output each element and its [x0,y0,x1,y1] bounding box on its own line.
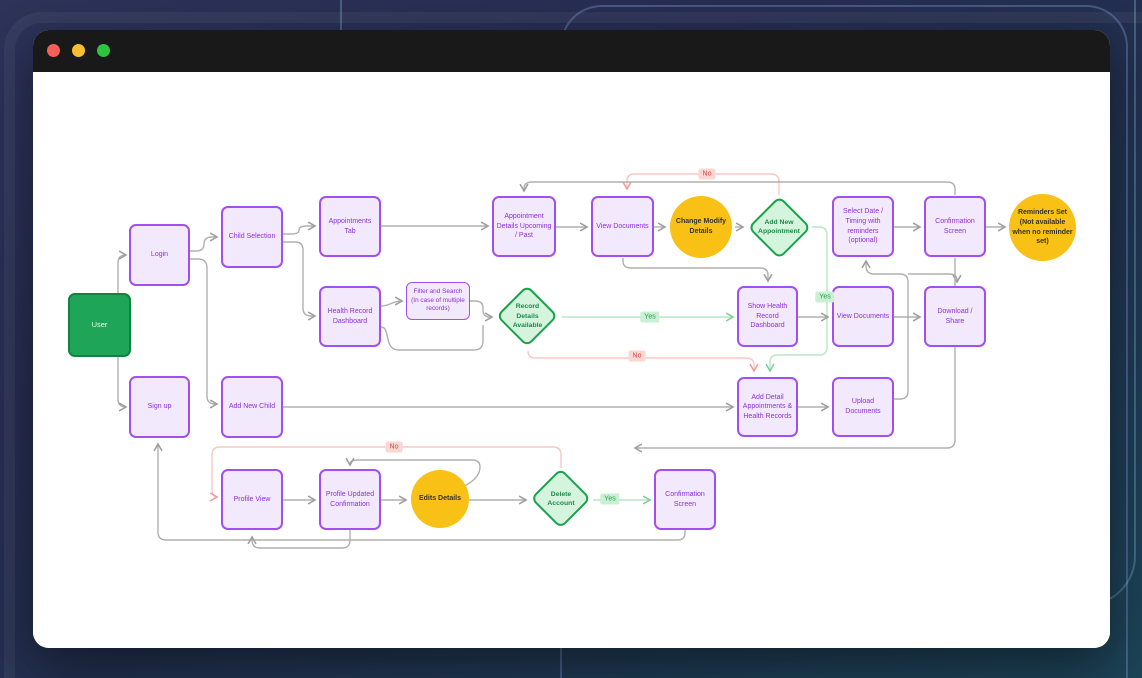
edge-updated-profileview-loop [247,530,351,549]
flow-node-label: Appointment Details Upcoming / Past [496,213,552,240]
flow-node-label: Filter and Search (In case of multiple r… [411,287,465,313]
window-content [33,72,1110,648]
edge-label-yes-records: Yes [640,311,660,323]
flow-node-label: Reminders Set (Not available when no rem… [1012,209,1073,246]
flow-node-label: Child Selection [228,233,276,241]
edge-user-login [117,250,128,293]
flow-node-label: User [91,319,108,329]
flow-node-download-share[interactable]: Download / Share [924,286,986,347]
flow-node-label: View Documents [596,222,649,230]
zoom-button[interactable] [97,44,110,57]
flow-node-label: Health Record Dashboard [327,307,373,325]
flow-node-user[interactable]: User [68,293,131,357]
flow-node-label: Record Details Available [512,303,543,330]
edge-conf1-down-left [633,258,956,453]
flow-node-child-selection[interactable]: Child Selection [221,206,283,268]
flow-node-login[interactable]: Login [129,224,190,286]
flow-node-show-health-record-dashboard[interactable]: Show Health Record Dashboard [737,286,798,347]
flow-node-label: View Documents [836,312,890,320]
flow-node-label: Edits Details [418,495,461,503]
edge-label-no-top: No [698,168,716,180]
flow-node-edits-details[interactable]: Edits Details [411,470,469,528]
edge-conf2-signup-loop [153,442,686,541]
edge-label-no-records: No [628,350,646,362]
flow-node-confirmation-screen-2[interactable]: Confirmation Screen [654,469,716,530]
flow-node-label: Profile View [233,495,271,503]
flow-node-label: Add Detail Appointments & Health Records [742,393,793,420]
edge-hrd-filter [380,296,404,307]
minimize-button[interactable] [72,44,85,57]
flow-node-label: Sign up [147,403,172,411]
flow-node-select-date-timing[interactable]: Select Date / Timing with reminders (opt… [832,196,894,257]
edge-edits-updated-loop [345,457,481,488]
edge-addappt-yes-adddetail [765,226,828,373]
edge-label-yes-delete: Yes [600,493,620,505]
window-titlebar [33,30,1110,72]
flow-node-label: Download / Share [937,307,973,325]
flow-node-label: Delete Account [547,490,575,507]
flow-node-confirmation-screen-1[interactable]: Confirmation Screen [924,196,986,257]
edge-child-hrd [283,241,317,321]
edge-filter-diamond [470,300,494,322]
edge-label-no-delete: No [385,441,403,453]
edge-diamond-no-adddetail [527,350,759,373]
flow-node-reminders-set[interactable]: Reminders Set (Not available when no rem… [1009,194,1076,261]
flow-node-delete-account[interactable]: Delete Account [530,468,592,530]
edge-conf1-apptdetails-loop [519,181,956,195]
flow-node-upload-documents[interactable]: Upload Documents [832,377,894,437]
flow-node-label: Profile Updated Confirmation [325,490,375,508]
edge-user-signup [117,357,128,412]
flow-node-label: Add New Child [228,403,276,411]
flow-node-view-documents-2[interactable]: View Documents [832,286,894,347]
flow-node-add-new-appointment[interactable]: Add New Appointment [747,195,811,259]
edge-child-appointments-tab [283,221,317,235]
flow-node-label: Login [150,251,169,259]
flow-node-appointments-tab[interactable]: Appointments Tab [319,196,381,257]
edge-viewdocs1-showhrd [622,258,773,283]
edge-upload-selectdate [861,259,909,400]
flow-node-sign-up[interactable]: Sign up [129,376,190,438]
flow-node-profile-view[interactable]: Profile View [221,469,283,530]
close-button[interactable] [47,44,60,57]
flow-node-label: Select Date / Timing with reminders (opt… [842,208,884,245]
flow-node-label: Show Health Record Dashboard [747,303,788,330]
edge-label-yes-appointment: Yes [815,291,835,303]
flow-node-appointment-details[interactable]: Appointment Details Upcoming / Past [492,196,556,257]
flow-node-profile-updated-confirmation[interactable]: Profile Updated Confirmation [319,469,381,530]
flow-node-view-documents-1[interactable]: View Documents [591,196,654,257]
flow-node-filter-search[interactable]: Filter and Search (In case of multiple r… [406,282,470,320]
flow-node-label: Upload Documents [845,398,881,415]
edge-upload-download [908,273,962,284]
edge-delete-no-profileview [209,446,562,502]
flow-node-label: Confirmation Screen [665,490,705,508]
flow-node-add-detail-appointments[interactable]: Add Detail Appointments & Health Records [737,377,798,437]
edge-hrd-bypass [380,325,484,351]
flow-node-change-modify-details[interactable]: Change Modify Details [670,196,732,258]
flow-node-add-new-child[interactable]: Add New Child [221,376,283,438]
flow-node-label: Appointments Tab [328,217,372,235]
flow-node-label: Change Modify Details [675,218,727,235]
edge-login-add-new-child [190,258,219,409]
edge-login-child-selection [190,232,219,252]
flow-node-label: Confirmation Screen [935,217,975,235]
traffic-lights [47,44,110,57]
flow-node-label: Add New Appointment [758,218,800,235]
flow-node-record-details-available[interactable]: Record Details Available [496,285,559,348]
flow-node-health-record-dashboard[interactable]: Health Record Dashboard [319,286,381,347]
